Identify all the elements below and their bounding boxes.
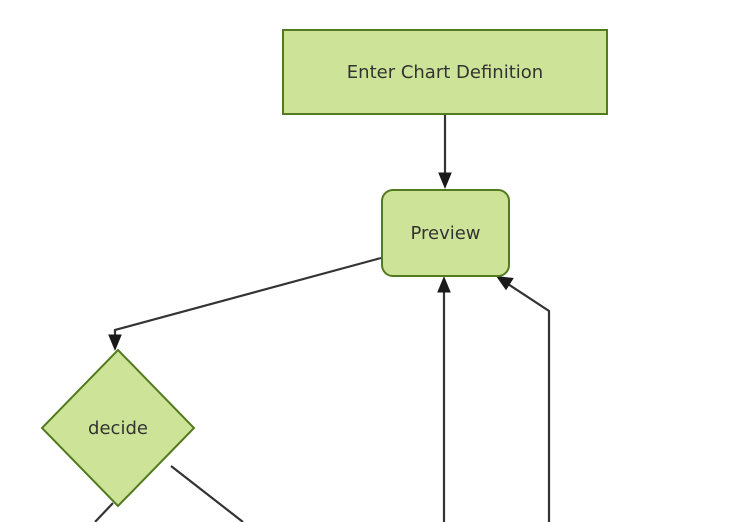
edge-incoming-bottom-center	[437, 276, 451, 522]
edge-enter-to-preview	[438, 114, 452, 189]
node-label-preview: Preview	[410, 223, 480, 244]
arrowhead-icon	[496, 276, 514, 291]
edge-preview-to-decide	[108, 256, 382, 351]
edge-line	[507, 283, 551, 522]
node-enter-chart-definition[interactable]: Enter Chart Definition	[282, 29, 608, 115]
edge-line	[170, 465, 244, 522]
node-label-enter-chart-definition: Enter Chart Definition	[347, 62, 543, 83]
arrowhead-icon	[438, 172, 452, 189]
arrowhead-icon	[108, 334, 122, 351]
arrowhead-icon	[437, 276, 451, 293]
node-decide[interactable]: decide	[40, 348, 196, 508]
node-preview[interactable]: Preview	[381, 189, 510, 277]
edge-line	[94, 502, 114, 522]
edge-incoming-bottom-right	[496, 276, 551, 522]
node-label-decide: decide	[88, 418, 148, 439]
edge-line	[113, 256, 382, 338]
edge-decide-out-right	[170, 465, 244, 522]
node-shape-diamond[interactable]	[40, 348, 196, 508]
edge-decide-out-bottom	[94, 502, 114, 522]
node-shape-rectangle[interactable]	[282, 29, 608, 115]
node-shape-rounded-rectangle[interactable]	[381, 189, 510, 277]
